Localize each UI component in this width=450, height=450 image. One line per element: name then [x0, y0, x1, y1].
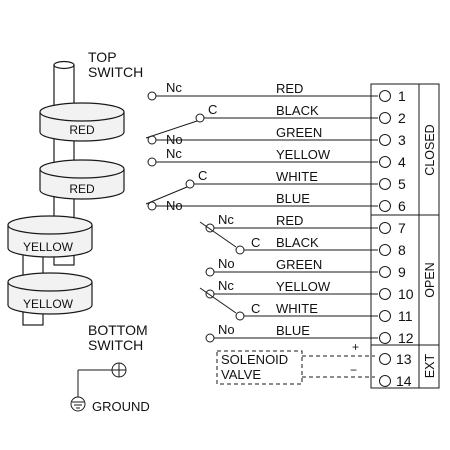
no-label: No: [218, 322, 235, 337]
contact-point-icon: [205, 267, 215, 277]
terminal-screw-icon: [379, 310, 391, 322]
terminal-block: [370, 83, 440, 389]
wire-color-label: BLUE: [276, 191, 310, 206]
top-switch-label-line2: SWITCH: [88, 64, 143, 80]
cam-label: RED: [69, 182, 95, 196]
contact-point-icon: [147, 157, 157, 167]
solenoid-label-line1: SOLENOID: [221, 352, 288, 367]
c-label: C: [198, 168, 207, 183]
ground-label: GROUND: [92, 399, 150, 414]
terminal-screw-icon: [379, 288, 391, 300]
ground-icon: [70, 396, 86, 412]
switch-arm: [145, 120, 198, 139]
terminal-number: 13: [396, 351, 412, 367]
contact-point-icon: [195, 113, 205, 123]
terminal-screw-icon: [379, 156, 391, 168]
wire-color-label: RED: [276, 81, 303, 96]
open-group-label: OPEN: [423, 262, 437, 297]
second-cam: RED: [39, 159, 125, 200]
terminal-number: 6: [398, 198, 406, 214]
closed-group-label: CLOSED: [423, 124, 437, 175]
wire-color-label: RED: [276, 213, 303, 228]
third-cam: YELLOW: [7, 215, 93, 258]
terminal-number: 12: [398, 330, 414, 346]
solenoid-valve: SOLENOID VALVE + −: [216, 340, 375, 385]
solenoid-plus: +: [352, 340, 359, 354]
top-switch-cam: RED: [39, 102, 125, 142]
wire-color-label: BLACK: [276, 103, 319, 118]
terminal-number: 10: [398, 286, 414, 302]
terminal-screw-icon: [379, 266, 391, 278]
terminal-screw-icon: [379, 90, 391, 102]
wire-color-label: YELLOW: [276, 147, 331, 162]
terminal-number: 14: [396, 373, 412, 389]
terminal-number: 3: [398, 132, 406, 148]
c-label: C: [251, 301, 260, 316]
contact-point-icon: [147, 91, 157, 101]
terminal-screw-icon: [379, 353, 391, 365]
no-label: No: [218, 256, 235, 271]
nc-label: Nc: [218, 278, 234, 293]
switch-arm: [145, 186, 188, 205]
switch-stack: RED RED YELLOW YELLOW: [7, 60, 125, 326]
c-label: C: [251, 235, 260, 250]
cam-label: YELLOW: [23, 297, 74, 311]
terminal-number: 9: [398, 264, 406, 280]
c-label: C: [208, 102, 217, 117]
bottom-switch-label-line1: BOTTOM: [88, 322, 148, 338]
terminal-screw-icon: [379, 134, 391, 146]
terminal-number: 4: [398, 154, 406, 170]
wire-lines: RED BLACK GREEN YELLOW WHITE BLUE RED BLACK GREE…: [156, 81, 378, 339]
terminal-number: 7: [398, 220, 406, 236]
cam-label: RED: [69, 123, 95, 137]
contact-point-icon: [235, 311, 245, 321]
terminal-screw-icon: [379, 200, 391, 212]
switch-arm: [199, 287, 237, 314]
terminal-screw-icon: [379, 375, 391, 387]
wire-color-label: WHITE: [276, 169, 318, 184]
solenoid-minus: −: [350, 363, 357, 377]
cam-label: YELLOW: [23, 240, 74, 254]
wire-color-label: BLACK: [276, 235, 319, 250]
terminal-number: 8: [398, 242, 406, 258]
terminal-screw-icon: [379, 112, 391, 124]
solenoid-label-line2: VALVE: [221, 367, 261, 382]
terminal-number: 5: [398, 176, 406, 192]
nc-label: Nc: [166, 146, 182, 161]
contact-point-icon: [235, 245, 245, 255]
wire-color-label: GREEN: [276, 257, 322, 272]
shaft-top-cap: [53, 60, 75, 70]
switch-arm: [199, 221, 237, 248]
ext-group-label: EXT: [423, 353, 437, 378]
nc-label: Nc: [166, 80, 182, 95]
bottom-switch-cam: YELLOW: [7, 272, 93, 315]
wire-color-label: BLUE: [276, 323, 310, 338]
no-label: No: [166, 132, 183, 147]
terminal-number: 11: [398, 308, 413, 324]
wire-color-label: GREEN: [276, 125, 322, 140]
contact-point-icon: [205, 333, 215, 343]
terminal-number: 2: [398, 110, 406, 126]
no-label: No: [166, 198, 183, 213]
wire-color-label: WHITE: [276, 301, 318, 316]
terminal-screw-icon: [379, 332, 391, 344]
nc-label: Nc: [218, 212, 234, 227]
top-switch-label-line1: TOP: [88, 49, 117, 65]
bottom-switch-label-line2: SWITCH: [88, 337, 143, 353]
terminal-number: 1: [398, 88, 406, 104]
terminal-screw-icon: [379, 222, 391, 234]
terminal-screw-icon: [379, 178, 391, 190]
ground-symbols: [70, 362, 127, 412]
wire-color-label: YELLOW: [276, 279, 331, 294]
contact-point-icon: [185, 179, 195, 189]
terminal-screw-icon: [379, 244, 391, 256]
